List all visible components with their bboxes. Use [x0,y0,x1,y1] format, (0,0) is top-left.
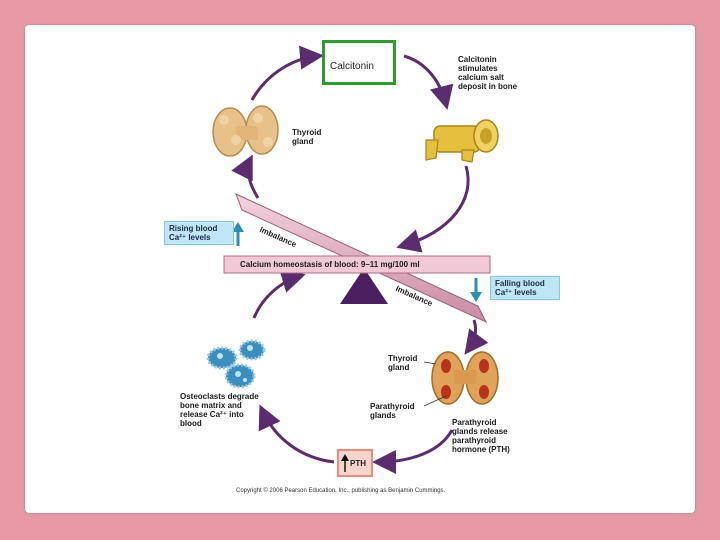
thyroid-gland-bottom-label: Thyroid gland [388,354,418,372]
osteoclasts-label: Osteoclasts degrade bone matrix and rele… [180,392,259,428]
arrow-bone-to-balance [396,165,470,253]
arrow-falling-to-parathyroid [464,319,489,355]
arrow-parathyroid-to-pth [372,429,454,474]
down-arrow-icon [470,278,482,302]
parathyroid-gland-image [431,351,499,405]
falling-blood-calcium-box: Falling blood Ca²⁺ levels [490,276,560,300]
parathyroid-glands-label: Parathyroid glands [370,402,415,420]
calcitonin-box: Calcitonin [322,40,396,85]
pth-box: PTH [337,449,373,477]
arrow-rising-to-thyroid [231,154,260,199]
thyroid-pointer [423,361,437,365]
homeostasis-bar [223,255,491,274]
calcitonin-effect-label: Calcitonin stimulates calcium salt depos… [458,55,518,91]
osteoclasts-image [206,339,266,389]
parathyroid-pointer [423,395,447,407]
parathyroid-release-label: Parathyroid glands release parathyroid h… [452,418,510,454]
arrow-osteoclasts-to-balance [252,269,306,319]
calcitonin-label: Calcitonin [330,61,374,72]
copyright-text: Copyright © 2006 Pearson Education, Inc.… [236,488,446,494]
rising-blood-calcium-box: Rising blood Ca²⁺ levels [164,221,234,245]
arrow-thyroid-to-calcitonin [250,45,324,101]
balance-fulcrum [340,268,388,304]
thyroid-gland-top-image [212,105,279,157]
pth-up-arrow-icon [341,454,349,472]
thyroid-gland-label: Thyroid gland [292,128,322,146]
pth-label: PTH [350,459,366,468]
bone-image [425,119,499,163]
arrow-calcitonin-to-bone [403,54,454,110]
up-arrow-icon [232,222,244,246]
homeostasis-label: Calcium homeostasis of blood: 9–11 mg/10… [240,260,420,269]
arrow-pth-to-osteoclasts [258,404,335,464]
